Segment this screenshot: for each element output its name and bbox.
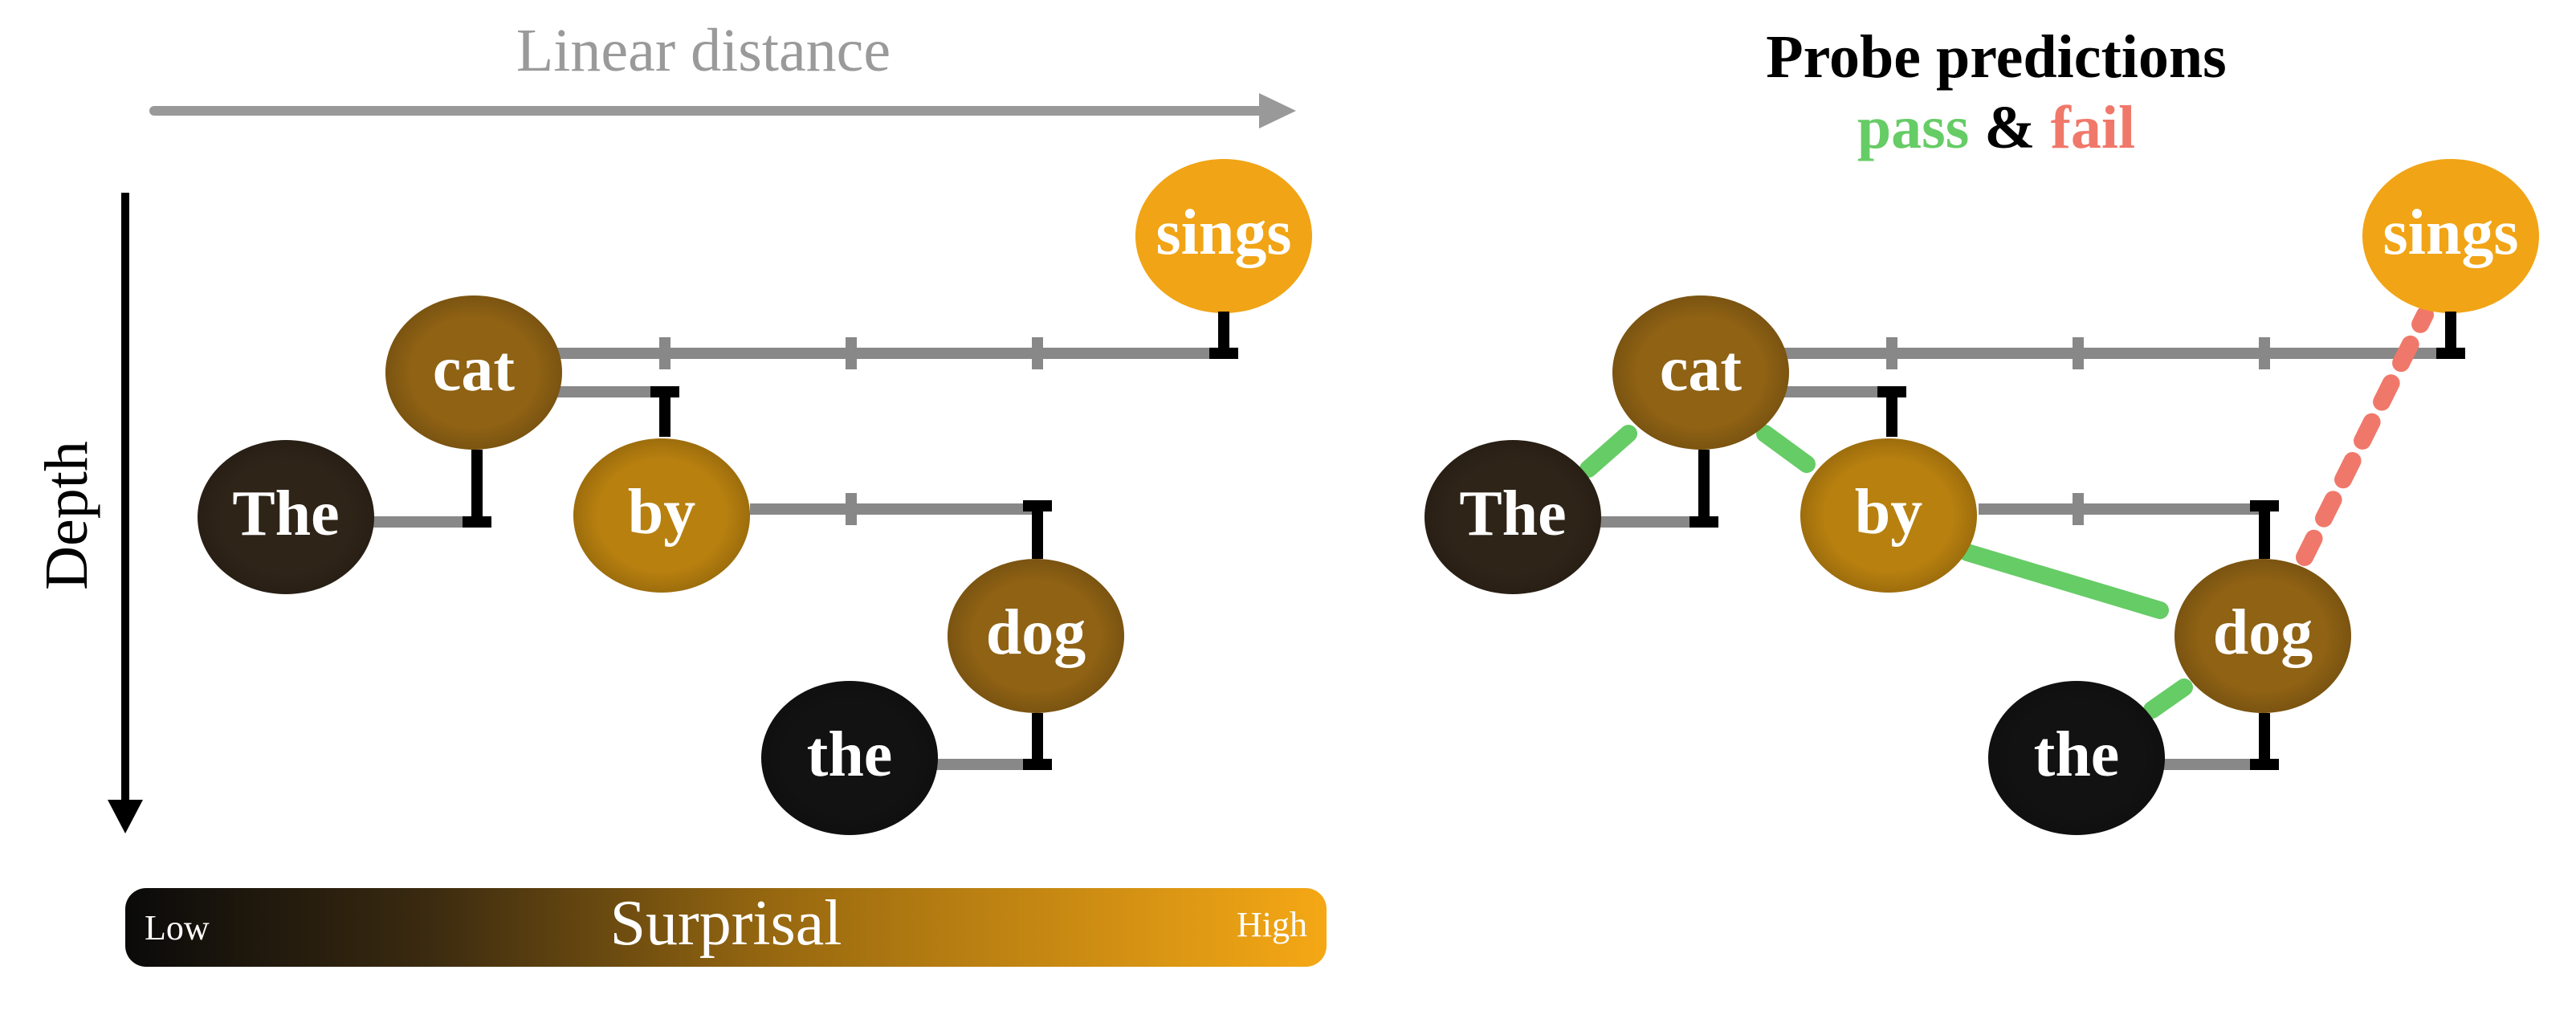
left-panel: Linear distance Depth bbox=[33, 17, 1327, 967]
right-dependency-stems bbox=[1689, 312, 2465, 770]
right-node-by: by bbox=[1800, 438, 1977, 593]
left-nodes: The cat by the dog bbox=[198, 159, 1312, 835]
left-node-by: by bbox=[573, 438, 750, 593]
right-panel: Probe predictions pass & fail bbox=[1425, 23, 2539, 835]
depth-arrow bbox=[108, 193, 143, 833]
right-node-cat: cat bbox=[1612, 295, 1789, 450]
probe-edge-pass bbox=[1756, 425, 1816, 473]
colorbar-low-label: Low bbox=[145, 908, 210, 947]
left-node-label: sings bbox=[1156, 198, 1292, 268]
linear-distance-label: Linear distance bbox=[516, 17, 891, 84]
right-node-label: by bbox=[1855, 477, 1923, 548]
left-node-the: the bbox=[761, 681, 938, 835]
right-node-label: sings bbox=[2383, 198, 2519, 268]
left-connectors bbox=[369, 337, 1224, 770]
probe-edge-pass bbox=[1958, 544, 2169, 619]
left-node-label: the bbox=[807, 719, 893, 790]
left-dependency-stems bbox=[463, 312, 1238, 770]
probe-edge-fail bbox=[2296, 306, 2434, 566]
probe-edge-pass bbox=[2143, 679, 2193, 719]
legend-amp: & bbox=[1984, 94, 2050, 161]
right-node-label: the bbox=[2034, 719, 2120, 790]
probe-legend: pass & fail bbox=[1857, 94, 2135, 161]
legend-pass: pass bbox=[1857, 94, 1969, 161]
left-node-label: cat bbox=[433, 334, 516, 405]
left-node-label: The bbox=[232, 479, 339, 549]
probe-edges bbox=[1579, 306, 2434, 719]
depth-label: Depth bbox=[33, 441, 100, 590]
right-node-the: the bbox=[1988, 681, 2165, 835]
colorbar-title: Surprisal bbox=[610, 888, 842, 959]
probe-edge-pass bbox=[1579, 425, 1637, 478]
right-node-sings: sings bbox=[2362, 159, 2539, 313]
left-node-the-cap: The bbox=[198, 440, 374, 594]
left-node-label: by bbox=[628, 477, 696, 548]
left-node-cat: cat bbox=[385, 295, 562, 450]
right-node-label: The bbox=[1459, 479, 1566, 549]
probe-title: Probe predictions bbox=[1766, 23, 2227, 91]
left-node-label: dog bbox=[986, 597, 1086, 668]
right-node-the-cap: The bbox=[1425, 440, 1601, 594]
surprisal-colorbar: Low Surprisal High bbox=[125, 888, 1327, 967]
left-node-dog: dog bbox=[948, 559, 1124, 713]
right-node-label: dog bbox=[2213, 597, 2313, 668]
right-node-label: cat bbox=[1660, 334, 1742, 405]
legend-fail: fail bbox=[2051, 94, 2136, 161]
left-node-sings: sings bbox=[1135, 159, 1312, 313]
colorbar-high-label: High bbox=[1237, 905, 1307, 944]
right-node-dog: dog bbox=[2175, 559, 2351, 713]
linear-distance-arrow bbox=[149, 93, 1296, 128]
right-nodes: The cat by the dog bbox=[1425, 159, 2539, 835]
